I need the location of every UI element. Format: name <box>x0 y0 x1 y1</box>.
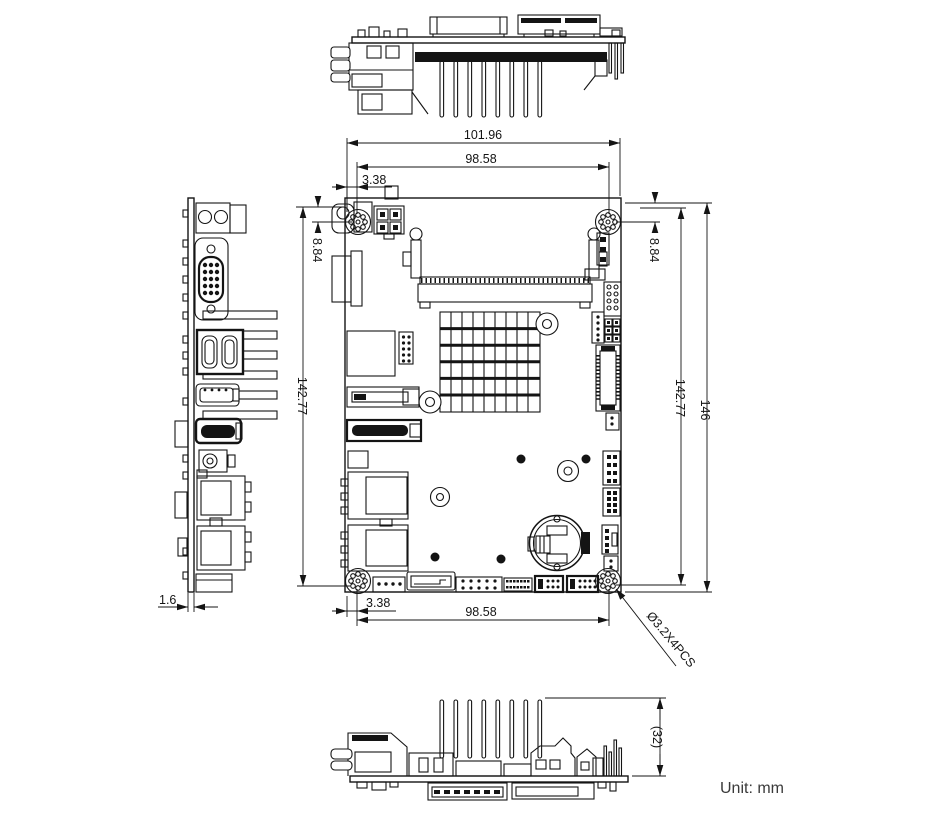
dim-pcb-thickness: 1.6 <box>158 593 218 612</box>
rj45-top-2 <box>340 524 409 572</box>
lvds-connector <box>595 344 621 412</box>
dim-top-outer-width: 101.96 <box>346 128 621 212</box>
dim-label-right-span: 142.77 <box>673 379 687 417</box>
dimensions: 101.96 98.58 3.38 8.84 142.77 <box>158 128 712 777</box>
coin-battery <box>527 514 590 572</box>
heatsink-top <box>418 311 559 414</box>
heatsink-pins-bottom-view <box>439 699 543 759</box>
unit-label: Unit: mm <box>720 780 784 797</box>
dim-label-bottom-view-height: (32) <box>650 726 664 748</box>
dim-left-top-offset: 8.84 <box>296 196 352 262</box>
sodimm-slot <box>402 227 608 309</box>
displayport-side <box>195 383 240 407</box>
dim-bottom-left-offset: 3.38 <box>332 589 396 626</box>
headers-right-column <box>591 281 622 572</box>
dim-right-total-height: 146 <box>625 203 712 593</box>
rj45-top-1 <box>340 471 409 527</box>
bottom-edge-view <box>330 699 629 801</box>
top-edge-view <box>330 14 626 118</box>
hdmi-side <box>194 417 243 445</box>
rj45-side-2 <box>196 517 252 571</box>
rj45-side-1 <box>196 469 252 521</box>
dim-label-left-top-offset: 8.84 <box>310 238 324 262</box>
dim-top-left-offset: 3.38 <box>332 173 392 212</box>
dim-label-top-outer-width: 101.96 <box>464 128 502 142</box>
dim-label-pcb-thickness: 1.6 <box>159 593 176 607</box>
solder-stubs <box>182 209 189 580</box>
dim-bottom-view-height: (32) <box>545 697 666 777</box>
dim-label-bottom-left-offset: 3.38 <box>366 596 390 610</box>
heatsink-pins-top-view <box>439 60 543 118</box>
dim-label-hole-callout: Ø3.2X4PCS <box>644 609 698 670</box>
dim-label-right-top-offset: 8.84 <box>647 238 661 262</box>
bottom-edge-connectors <box>372 571 600 594</box>
io-connectors-top <box>331 250 423 572</box>
dim-label-bottom-span: 98.58 <box>465 605 496 619</box>
dim-label-top-left-offset: 3.38 <box>362 173 386 187</box>
dim-right-span: 142.77 <box>616 207 687 586</box>
usb-stack-side <box>195 328 245 376</box>
dim-bottom-span: 98.58 <box>357 589 610 626</box>
hole-callout: Ø3.2X4PCS <box>615 588 698 670</box>
left-side-view <box>174 197 278 593</box>
dim-label-top-inner-width: 98.58 <box>465 152 496 166</box>
main-top-view <box>331 185 622 595</box>
dim-label-right-total-height: 146 <box>698 400 712 421</box>
vga-connector-side <box>194 237 229 321</box>
dim-top-inner-width: 98.58 <box>356 152 610 214</box>
dim-label-left-span: 142.77 <box>295 377 309 415</box>
power-connector-2x2 <box>373 205 405 240</box>
dim-left-span: 142.77 <box>295 207 350 587</box>
dim-right-top-offset: 8.84 <box>616 192 712 262</box>
